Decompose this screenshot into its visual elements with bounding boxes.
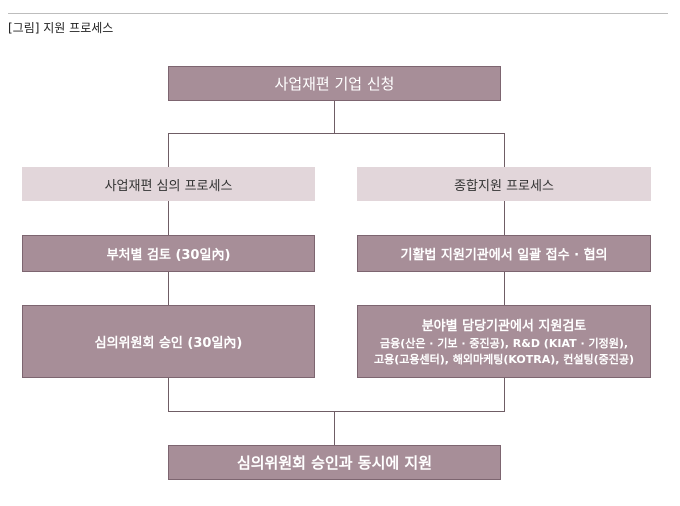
top-rule	[8, 13, 668, 14]
connector-bottom-vertical	[334, 411, 335, 445]
node-committee: 심의위원회 승인 (30일內)	[22, 305, 315, 378]
connector-right-mid2	[504, 272, 505, 305]
node-general-process: 종합지원 프로세스	[357, 167, 651, 201]
node-reception: 기활법 지원기관에서 일괄 접수 · 협의	[357, 235, 651, 272]
connector-right-bottom	[504, 378, 505, 411]
node-field-review-title: 분야별 담당기관에서 지원검토	[421, 319, 587, 334]
connector-right-mid1	[504, 201, 505, 235]
connector-right-top	[504, 133, 505, 167]
node-committee-label: 심의위원회 승인 (30일內)	[94, 336, 243, 351]
connector-left-mid1	[168, 201, 169, 235]
node-final-label: 심의위원회 승인과 동시에 지원	[236, 454, 433, 472]
node-ministry-review: 부처별 검토 (30일內)	[22, 235, 315, 272]
node-apply-label: 사업재편 기업 신청	[274, 75, 395, 93]
node-field-review: 분야별 담당기관에서 지원검토 금융(산은 · 기보 · 중진공), R&D (…	[357, 305, 651, 378]
node-review-process: 사업재편 심의 프로세스	[22, 167, 315, 201]
node-field-review-line1: 금융(산은 · 기보 · 중진공), R&D (KIAT · 기정원),	[379, 337, 629, 350]
connector-bottom-horizontal	[168, 411, 505, 412]
connector-left-mid2	[168, 272, 169, 305]
node-apply: 사업재편 기업 신청	[168, 66, 501, 101]
node-ministry-review-label: 부처별 검토 (30일內)	[106, 248, 231, 263]
node-review-process-label: 사업재편 심의 프로세스	[104, 178, 233, 194]
connector-top-vertical	[334, 101, 335, 133]
node-final: 심의위원회 승인과 동시에 지원	[168, 445, 501, 480]
node-reception-label: 기활법 지원기관에서 일괄 접수 · 협의	[400, 248, 608, 263]
connector-left-top	[168, 133, 169, 167]
connector-top-horizontal	[168, 133, 505, 134]
node-field-review-line2: 고용(고용센터), 해외마케팅(KOTRA), 컨설팅(중진공)	[373, 353, 635, 366]
connector-left-bottom	[168, 378, 169, 411]
node-general-process-label: 종합지원 프로세스	[454, 178, 554, 194]
figure-caption: [그림] 지원 프로세스	[8, 21, 114, 35]
